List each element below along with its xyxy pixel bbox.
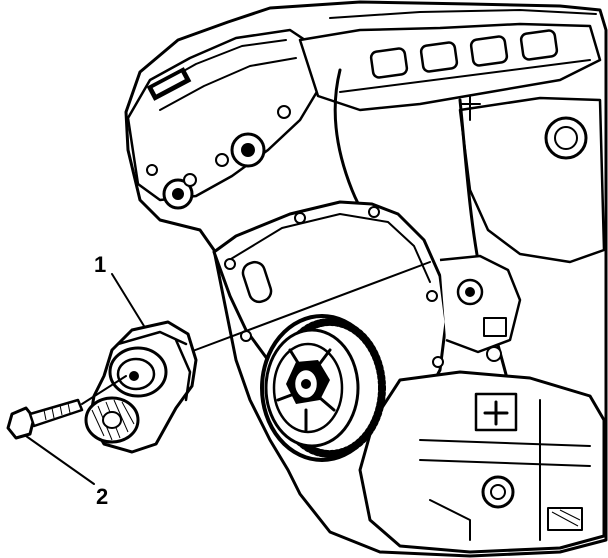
- crankshaft-balancer: [260, 314, 386, 462]
- cover-bolts: [224, 206, 444, 368]
- cross-mark-icon: [474, 392, 518, 432]
- head-bosses: [146, 105, 291, 210]
- callout-2-label: 2: [96, 484, 108, 509]
- drive-belt-tensioner: [84, 320, 198, 454]
- intake-ports: [329, 9, 597, 93]
- callout-2-leader: [25, 435, 95, 485]
- engine-block: [124, 0, 608, 558]
- alignment-line: [189, 261, 431, 353]
- callout-1-leader: [111, 273, 145, 327]
- tensioner-bolt: [6, 375, 127, 440]
- callout-1-label: 1: [94, 252, 106, 277]
